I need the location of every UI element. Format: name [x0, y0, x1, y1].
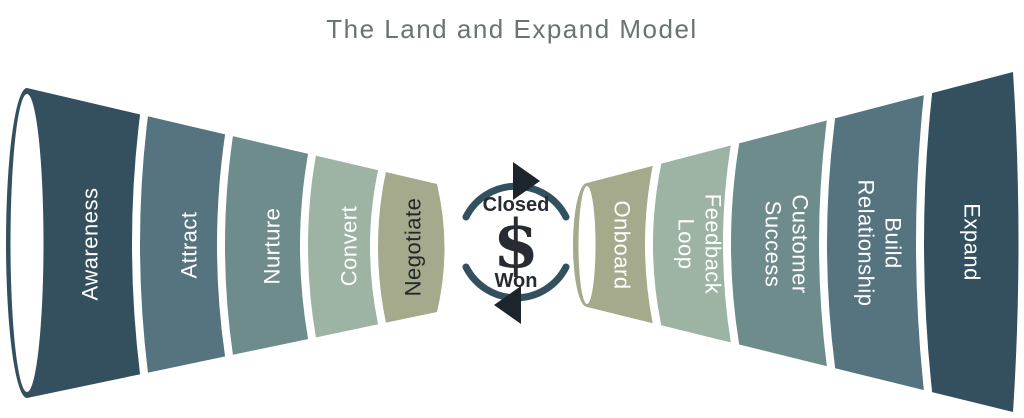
- stage-label-attract: Attract: [177, 211, 202, 278]
- right-funnel-mouth: [578, 186, 596, 304]
- separator: [819, 115, 835, 372]
- left-funnel-mouth: [10, 94, 44, 392]
- separator: [723, 140, 739, 348]
- separator: [132, 111, 148, 378]
- separator: [370, 167, 386, 328]
- separator: [300, 150, 316, 343]
- arrowhead-right-icon: [513, 162, 540, 200]
- funnel-segment-expand: [920, 72, 1019, 412]
- stage-label-negotiate: Negotiate: [401, 198, 426, 297]
- funnel-segment-build-relationship: [823, 94, 928, 392]
- stage-label-feedback: Feedback: [701, 194, 726, 295]
- funnel-segment-negotiate: [374, 171, 445, 324]
- right-funnel: Onboard Feedback Loop Customer Success B…: [573, 72, 1019, 412]
- stage-label-relationship: Relationship: [854, 179, 879, 306]
- separator: [916, 90, 932, 396]
- closed-label: Closed: [483, 194, 550, 216]
- closed-won-cycle: Closed $ Won: [462, 162, 570, 324]
- separator: [217, 131, 233, 360]
- stage-label-convert: Convert: [337, 206, 362, 287]
- funnel-segment-nurture: [221, 135, 312, 356]
- dollar-icon: $: [493, 205, 539, 283]
- funnel-segment-onboard: [573, 164, 657, 325]
- arrowhead-left-icon: [494, 286, 521, 324]
- page-title: The Land and Expand Model: [326, 14, 697, 44]
- stage-label-expand: Expand: [960, 203, 985, 281]
- funnel-segment-customer-success: [727, 119, 831, 368]
- stage-label-awareness: Awareness: [78, 188, 103, 301]
- stage-label-success: Success: [761, 201, 786, 288]
- funnel-segment-feedback-loop: [649, 144, 735, 344]
- stage-label-build: Build: [881, 217, 906, 268]
- funnel-segment-attract: [136, 115, 229, 374]
- funnel-segment-convert: [304, 154, 382, 339]
- stage-label-nurture: Nurture: [260, 208, 285, 285]
- left-funnel: Awareness Attract Nurture Convert Negoti…: [6, 88, 445, 398]
- stage-label-customer: Customer: [788, 194, 813, 293]
- stage-label-onboard: Onboard: [610, 200, 635, 289]
- separator: [645, 160, 661, 329]
- stage-label-loop: Loop: [674, 219, 699, 270]
- won-label: Won: [495, 270, 538, 292]
